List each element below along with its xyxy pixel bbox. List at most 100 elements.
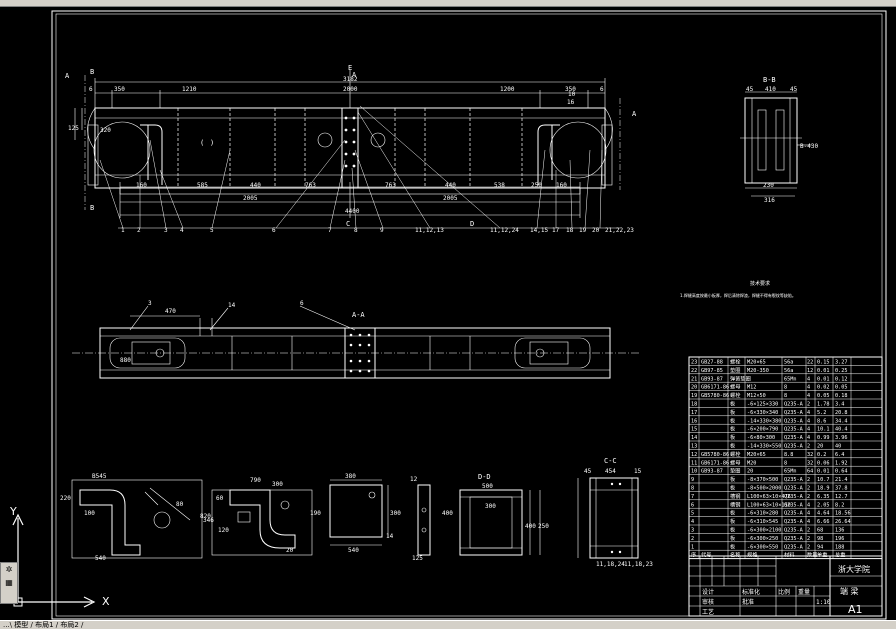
- parts-cell: 23: [691, 360, 697, 366]
- parts-cell: M12: [747, 385, 756, 391]
- view-bb-bottom-0: 230: [763, 182, 774, 189]
- parts-cell: 0.01: [817, 368, 830, 374]
- parts-header-cell: 数量: [807, 551, 817, 559]
- parts-cell: Q235-A: [784, 402, 804, 408]
- view-bb-callout: B-430: [800, 143, 818, 150]
- detail-plate-a: B545 220 100 540 820 80: [60, 473, 211, 562]
- parts-cell: Q235-A: [784, 511, 804, 517]
- layout-tabs-text[interactable]: ...\ 模型 / 布局1 / 布局2 /: [3, 621, 84, 629]
- parts-cell: 板: [730, 433, 736, 441]
- parts-cell: 56a: [784, 360, 793, 366]
- window-top-edge: [0, 0, 896, 7]
- parts-cell: 4: [807, 427, 810, 433]
- balloon-12: 14,15: [530, 227, 548, 234]
- view-aa-dim-470: 470: [165, 308, 176, 315]
- parts-cell: L100×63×10×150: [747, 502, 791, 508]
- section-mark-a-right: A: [632, 110, 637, 118]
- overall-bottom-dim: 4400: [345, 208, 360, 215]
- svg-text:300: 300: [390, 510, 401, 517]
- svg-text:(: (: [200, 139, 204, 147]
- parts-cell: 4: [807, 502, 810, 508]
- svg-text:80: 80: [176, 501, 184, 508]
- parts-cell: 9: [691, 477, 694, 483]
- section-mark-a-left: A: [65, 72, 70, 80]
- parts-cell: M20×65: [747, 452, 766, 458]
- parts-cell: 136: [835, 528, 844, 534]
- parts-cell: 20: [747, 469, 753, 475]
- layout-tabs-bar[interactable]: ...\ 模型 / 布局1 / 布局2 /: [0, 620, 896, 629]
- view-bb-dim-2: 45: [790, 86, 798, 93]
- svg-text:190: 190: [310, 510, 321, 517]
- layer-icon[interactable]: ▦: [5, 578, 13, 587]
- view-aa-balloon-14: 14: [228, 302, 236, 309]
- dim-top-0: 6: [89, 86, 93, 93]
- parts-cell: 2: [807, 494, 810, 500]
- sub-total-left: 2005: [243, 195, 258, 202]
- parts-cell: 0.25: [835, 368, 848, 374]
- parts-cell: Q235-A: [784, 519, 804, 525]
- parts-cell: 15: [691, 427, 697, 433]
- parts-cell: 0.05: [835, 385, 848, 391]
- dim-bottom-5: 440: [445, 182, 456, 189]
- parts-cell: -14×330×550: [747, 444, 781, 450]
- parts-cell: Q235-A: [784, 486, 804, 492]
- dim-bottom-2: 440: [250, 182, 261, 189]
- parts-cell: 6.4: [835, 452, 844, 458]
- parts-cell: 2.05: [817, 502, 830, 508]
- svg-text:D-D: D-D: [478, 473, 491, 481]
- svg-text:540: 540: [95, 555, 106, 562]
- parts-cell: 板: [730, 542, 736, 550]
- parts-header-cell: 规格: [747, 551, 758, 559]
- parts-cell: Q235-A: [784, 444, 804, 450]
- parts-cell: 2: [807, 528, 810, 534]
- parts-cell: GB5780-86: [701, 393, 729, 399]
- balloon-11: 11,12,24: [490, 227, 519, 234]
- scale-label: 比例: [778, 588, 790, 596]
- parts-cell: 20.8: [835, 410, 848, 416]
- tb-label-process: 工艺: [702, 608, 714, 616]
- balloon-16: 20: [592, 227, 600, 234]
- parts-cell: 7: [691, 494, 694, 500]
- svg-text:790: 790: [250, 477, 261, 484]
- parts-cell: -6×310×545: [747, 519, 778, 525]
- parts-header-cell: 名称: [730, 551, 740, 559]
- parts-cell: 5: [691, 511, 694, 517]
- svg-text:300: 300: [272, 481, 283, 488]
- beam-body: [94, 107, 606, 189]
- parts-cell: 4.64: [817, 511, 830, 517]
- parts-cell: 94: [817, 544, 823, 550]
- svg-text:400: 400: [525, 523, 536, 530]
- parts-cell: 5.2: [817, 410, 826, 416]
- parts-cell: 40.4: [835, 427, 848, 433]
- balloon-10: 11,12,13: [415, 227, 444, 234]
- parts-cell: 4: [807, 393, 810, 399]
- parts-cell: 板: [730, 408, 736, 416]
- dim-bottom-8: 160: [556, 182, 567, 189]
- parts-cell: 1.78: [817, 402, 830, 408]
- parts-cell: GB6171-86: [701, 460, 729, 466]
- parts-cell: Q235-A: [784, 502, 804, 508]
- parts-cell: 8.6: [817, 418, 826, 424]
- dim-bottom-6: 538: [494, 182, 505, 189]
- parts-cell: 19: [691, 393, 697, 399]
- parts-cell: 板: [730, 416, 736, 424]
- technical-notes: 技术要求 1.焊缝高度按最小板厚，焊后清除焊渣，焊缝不得有裂纹等缺陷。: [680, 280, 796, 298]
- svg-text:100: 100: [84, 510, 95, 517]
- parts-cell: 4: [807, 435, 810, 441]
- parts-cell: 40: [835, 444, 841, 450]
- school-name: 浙大学院: [838, 564, 870, 574]
- parts-cell: 18.56: [835, 511, 851, 517]
- weight-label: 重量: [798, 588, 810, 596]
- svg-text:C-C: C-C: [604, 457, 617, 465]
- svg-text:125: 125: [412, 555, 423, 562]
- parts-cell: 1: [691, 544, 694, 550]
- parts-cell: 2: [807, 477, 810, 483]
- view-aa-title: A-A: [352, 311, 365, 319]
- settings-icon[interactable]: ✲: [5, 565, 13, 574]
- svg-text:60: 60: [216, 495, 224, 502]
- view-bb-dim-1: 410: [765, 86, 776, 93]
- parts-cell: 10: [691, 469, 697, 475]
- dim-left-1: 320: [100, 127, 111, 134]
- parts-cell: 螺母: [730, 383, 740, 391]
